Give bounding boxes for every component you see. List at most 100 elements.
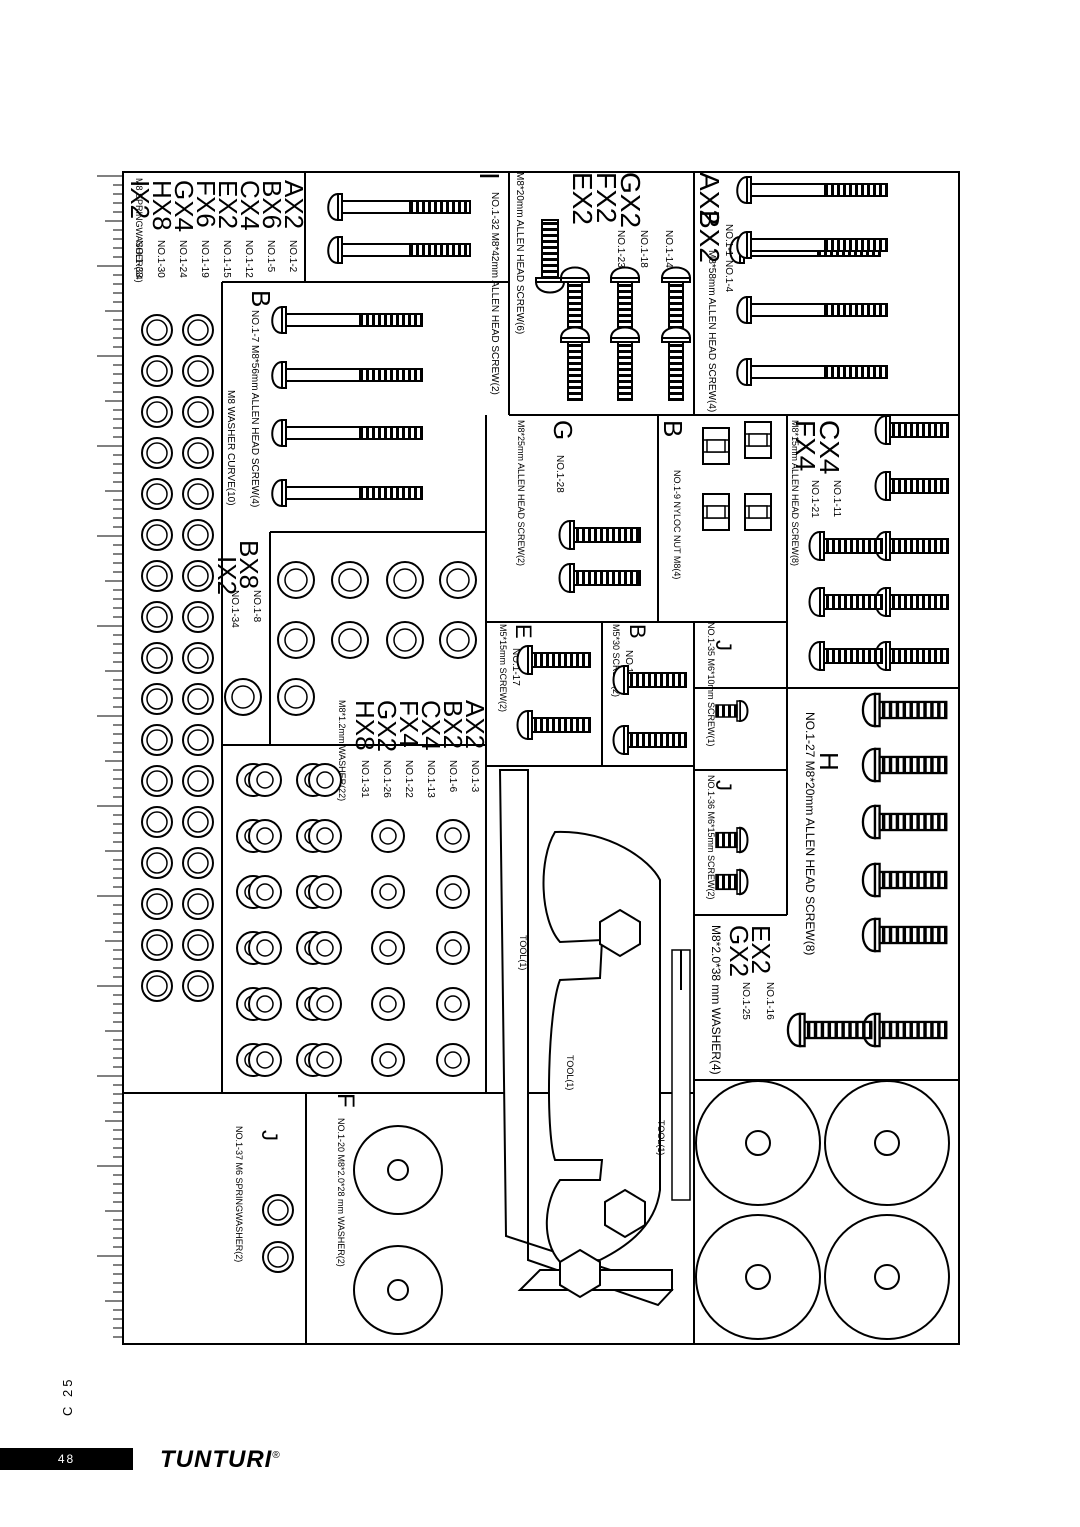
- washer: [308, 1043, 342, 1077]
- section-n-letter: H: [814, 752, 844, 771]
- section-j-screw: [715, 700, 749, 722]
- section-m-letter-4: FX4: [394, 700, 424, 748]
- section-a-letter-2: BX2: [694, 210, 725, 263]
- section-p-number-2: NO.1-25: [740, 982, 751, 1020]
- section-d-letter-6: GX4: [169, 180, 199, 232]
- section-a-screws: [736, 176, 888, 386]
- washer: [248, 987, 282, 1021]
- section-a-letters: AX2: [694, 172, 725, 225]
- outer-frame: [122, 171, 960, 1345]
- washer: [371, 1043, 405, 1077]
- springwasher: [182, 519, 214, 551]
- washer: [248, 763, 282, 797]
- section-f-number-2: NO.1-34: [229, 590, 240, 628]
- section-p-number-1: NO.1-16: [764, 982, 775, 1020]
- section-m-desc: M8*1.2mm WASHER(22): [337, 700, 347, 801]
- springwasher: [182, 847, 214, 879]
- section-d-number-3: NO.1-12: [243, 240, 254, 278]
- section-m-number-4: NO.1-22: [403, 760, 414, 798]
- springwasher: [182, 478, 214, 510]
- springwasher: [141, 601, 173, 633]
- springwasher: [141, 847, 173, 879]
- section-p-letter-2: GX2: [724, 925, 754, 977]
- section-c-letter: I: [474, 172, 505, 180]
- brand-mark: ®: [272, 1450, 281, 1461]
- section-m-letter-1: AX2: [460, 700, 490, 749]
- springwasher: [141, 806, 173, 838]
- section-m-number-5: NO.1-26: [381, 760, 392, 798]
- springwasher: [141, 929, 173, 961]
- section-b-desc: M8*20mm ALLEN HEAD SCREW(6): [514, 172, 525, 334]
- section-m-washers: [236, 763, 470, 1077]
- springwasher: [182, 970, 214, 1002]
- section-m-number-3: NO.1-13: [425, 760, 436, 798]
- springwasher: [141, 355, 173, 387]
- section-s-desc: NO.1-37 M6 SPRINGWASHER(2): [234, 1126, 244, 1262]
- section-d-letter-4: EX2: [213, 180, 243, 229]
- section-p-desc: M8*2.0*38 mm WASHER(4): [709, 925, 723, 1075]
- section-q-tools: TOOL(1) TOOL(1) TOOL(1): [498, 769, 691, 1307]
- springwasher: [182, 765, 214, 797]
- section-k-screws: [612, 665, 687, 755]
- section-b-letter-1: EX2: [567, 172, 598, 225]
- section-m-letter-3: CX4: [416, 700, 446, 751]
- washer: [248, 1043, 282, 1077]
- section-a-number-1: NO.1-1: [723, 224, 734, 257]
- springwasher: [141, 888, 173, 920]
- springwasher: [182, 560, 214, 592]
- section-c-screws: [327, 193, 471, 264]
- springwasher: [141, 724, 173, 756]
- section-b-number-1: NO.1-14: [663, 230, 674, 268]
- section-b-letter-2: FX2: [591, 172, 622, 223]
- section-c-desc: NO.1-32 M8*42mm ALLEN HEAD SCREW(2): [489, 192, 500, 395]
- washer: [436, 875, 470, 909]
- allen-key: [498, 769, 674, 1307]
- section-a-desc: M8*58mm ALLEN HEAD SCREW(4): [706, 250, 717, 412]
- section-d-desc: M8 SPRINGWASHER(34): [134, 178, 144, 283]
- washer: [436, 819, 470, 853]
- springwasher: [182, 724, 214, 756]
- section-d-number-1: NO.1-2: [287, 240, 298, 273]
- washer: [308, 763, 342, 797]
- springwasher: [182, 314, 214, 346]
- washer: [371, 875, 405, 909]
- section-o-desc: NO.1-36 M6*15mm SCREW(2): [706, 775, 716, 900]
- section-m-letter-6: HX8: [350, 700, 380, 751]
- washer: [248, 819, 282, 853]
- section-b-number-2: NO.1-18: [638, 230, 649, 268]
- springwasher: [182, 929, 214, 961]
- springwasher: [141, 478, 173, 510]
- section-k-desc: M5*30 SCREW(2): [611, 624, 621, 697]
- section-b-screw-set: [560, 266, 691, 401]
- section-b-screws: [535, 219, 565, 294]
- section-b-number-3: NO.1-23: [615, 230, 626, 268]
- springwasher: [182, 888, 214, 920]
- springwasher: [141, 765, 173, 797]
- ruler: [97, 172, 124, 1344]
- section-d-number-8: NO.1-33: [133, 240, 144, 278]
- section-g-number-2: NO.1-21: [809, 480, 820, 518]
- section-d-number-2: NO.1-5: [265, 240, 276, 273]
- section-f-letter-2: IX2: [212, 556, 242, 595]
- section-i-number: NO.1-28: [554, 455, 565, 493]
- washer: [308, 875, 342, 909]
- section-e-desc: NO.1-7 M8*56mm ALLEN HEAD SCREW(4): [249, 310, 260, 507]
- section-j-desc: NO.1-35 M6*10mm SCREW(1): [706, 622, 716, 747]
- springwasher: [182, 437, 214, 469]
- washer: [248, 931, 282, 965]
- brand-logo: TUNTURI®: [160, 1446, 281, 1474]
- brand-name: TUNTURI: [160, 1446, 273, 1473]
- section-r-letter: F: [332, 1093, 359, 1108]
- section-n-desc: NO.1-27 M8*20mm ALLEN HEAD SCREW(8): [803, 712, 817, 955]
- washer: [308, 987, 342, 1021]
- springwasher: [141, 683, 173, 715]
- springwasher: [141, 970, 173, 1002]
- section-m-number-2: NO.1-6: [447, 760, 458, 793]
- section-h-desc: NO.1-9 NYLOC NUT M8(4): [672, 470, 682, 579]
- section-l-desc: M5*15mm SCREW(2): [498, 624, 508, 712]
- washer: [248, 875, 282, 909]
- section-f-number-1: NO.1-8: [251, 590, 262, 623]
- section-h-letter: B: [658, 420, 688, 437]
- section-m-letter-2: BX2: [438, 700, 468, 749]
